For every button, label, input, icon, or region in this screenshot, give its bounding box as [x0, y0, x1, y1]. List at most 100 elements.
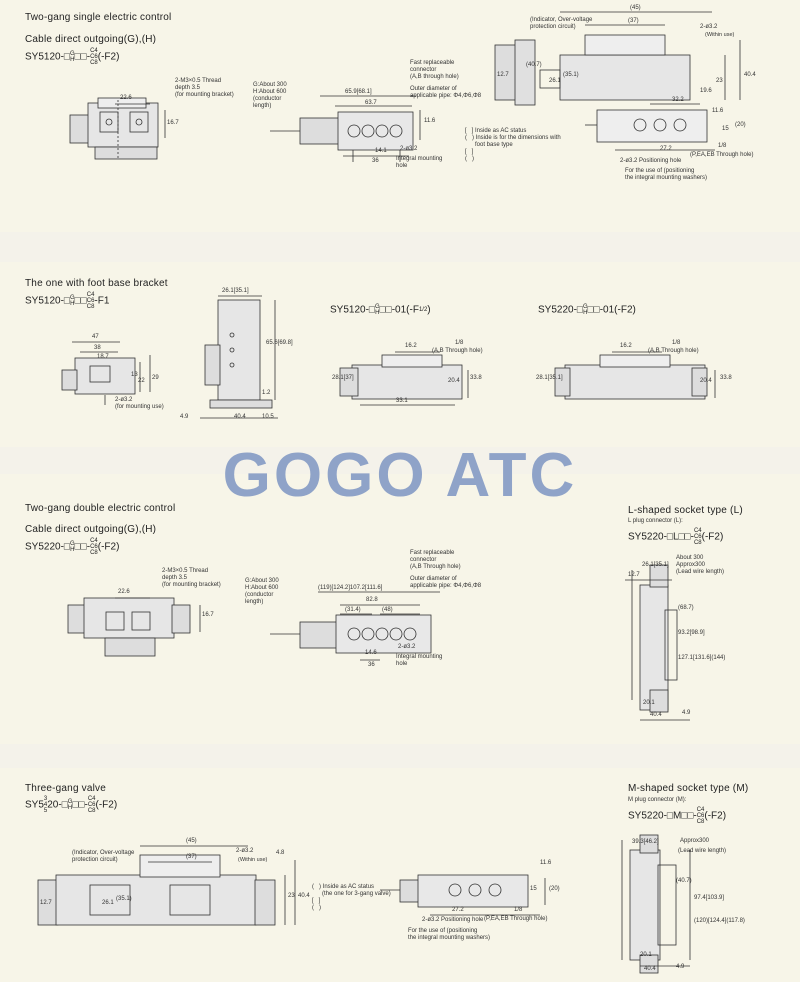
sec4-posn: 2-ø3.2 Positioning hole [422, 917, 484, 923]
sec1-right-posn: 2-ø3.2 Positioning hole [620, 158, 682, 164]
sec4-d261: 26.1 [102, 900, 114, 906]
sec3-outer-note: Outer diameter of applicable pipe: Φ4,Φ6… [410, 576, 482, 589]
sec1-dim-226: 22.6 [120, 95, 132, 101]
sec4-three-gang-front [37, 845, 296, 926]
sec1-right-272: 27.2 [660, 146, 672, 152]
sec1-cable-note: G:About 300 H:About 600 (conductor lengt… [253, 82, 287, 109]
sec4-use-note: For the use of (positioning the integral… [408, 928, 491, 941]
sec2-d47: 47 [92, 334, 99, 340]
sec1-right-351: (35.1) [563, 72, 579, 78]
sec3-l-d201: 20.1 [643, 700, 655, 706]
sec2-m3-d281: 28.1[35.1] [536, 375, 563, 381]
sec1-right-37: (37) [628, 18, 639, 24]
sec3-dim-314: (31.4) [345, 607, 361, 613]
sec2-m2-d162: 16.2 [405, 343, 417, 349]
sec4-three-gang-top [380, 874, 546, 916]
sec2-d29: 29 [152, 375, 159, 381]
sec2-m2-d281: 28.1[37] [332, 375, 354, 381]
sec2-d187: 18.7 [97, 354, 109, 360]
sec4-d20: (20) [549, 886, 560, 892]
sec1-right-use-note: For the use of (positioning the integral… [625, 168, 708, 181]
sec1-dim-116: 11.6 [424, 118, 436, 124]
sec1-right-15: 15 [722, 126, 729, 132]
sec4-m-lead: (Lead wire length) [678, 848, 727, 854]
sec3-l-about: About 300 Approx300 (Lead wire length) [676, 555, 725, 575]
sec2-m3-d162: 16.2 [620, 343, 632, 349]
sec2-valve-01-f1 [339, 351, 469, 406]
sec1-subtitle: Cable direct outgoing(G),(H) [25, 34, 157, 45]
sec3-l-d93: 93.2[98.9] [678, 630, 705, 636]
sec2-d105: 10.5 [262, 414, 274, 420]
sec1-right-within: (Within use) [705, 32, 735, 38]
sec3-valve-top-view [270, 591, 440, 661]
sec4-within: (Within use) [238, 857, 268, 863]
sec3-title: Two-gang double electric control [25, 503, 176, 514]
sec1-integral-note: Integral mounting hole [396, 156, 443, 169]
sec4-d18: 1/8 [514, 907, 523, 913]
sec2-m2-d204: 20.4 [448, 378, 460, 384]
sec3-thread-note: 2-M3×0.5 Thread depth 3.5 (for mounting … [162, 568, 221, 588]
sec3-l-d404: 40.4 [650, 712, 662, 718]
sec1-dim-637: 63.7 [365, 100, 377, 106]
sec3-dim-36: 36 [368, 662, 375, 668]
sec4-d116: 11.6 [540, 860, 552, 866]
sec2-d12: 1.2 [262, 390, 271, 396]
sec3-dim-119: (119)[124.2]107.2[111.6] [318, 585, 383, 591]
sec2-m2-through: (A,B Through hole) [432, 348, 483, 354]
sec4-m-d201: 20.1 [640, 952, 652, 958]
sec2-m3-d18: 1/8 [672, 340, 681, 346]
sec4-m-approx: Approx300 [680, 838, 710, 844]
sec3-fast-note: Fast replaceable connector (A,B Through … [410, 550, 461, 570]
sec1-right-2phi: 2-ø3.2 [700, 24, 718, 30]
sec3-cable-note: G:About 300 H:About 600 (conductor lengt… [245, 578, 279, 605]
sec2-d656: 65.6[69.8] [266, 340, 293, 346]
sec2-model-suffix: -F1 [94, 295, 110, 307]
sec2-foot-bracket-side [200, 295, 278, 419]
sec3-l-sub: L plug connector (L): [628, 518, 683, 524]
sec4-d23: 23 [288, 893, 295, 899]
sec3-dim-167: 16.7 [202, 612, 214, 618]
sec4-d351: (35.1) [116, 896, 132, 902]
sec1-right-407: (40.7) [526, 62, 542, 68]
sec1-right-127: 12.7 [497, 72, 509, 78]
sec1-valve-side-view [494, 11, 741, 151]
sec3-l-socket-view [625, 564, 690, 721]
sec4-d272: 27.2 [452, 907, 464, 913]
sec2-d22: 22 [138, 378, 145, 384]
sec1-right-196: 19.6 [700, 88, 712, 94]
sec4-m-d404: 40.4 [644, 966, 656, 972]
sec1-right-18: 1/8 [718, 143, 727, 149]
sec3-l-d127b: 127.1[131.6](144) [678, 655, 726, 661]
sec1-right-20: (20) [735, 122, 746, 128]
sec1-model-prefix: SY5120-□ [25, 51, 70, 63]
sec2-model2-frac: 1/2 [418, 307, 428, 313]
section-band-2 [0, 262, 800, 447]
sec4-d127: 12.7 [40, 900, 52, 906]
watermark-text: GOGO ATC [222, 441, 578, 510]
sec2-m2-d338: 33.8 [470, 375, 482, 381]
sec1-dim-659: 65.9[68.1] [345, 89, 372, 95]
sec3-l-title: L-shaped socket type (L) [628, 505, 743, 516]
sec3-pos-note: 2-ø3.2 [398, 644, 416, 650]
sec4-d2phi: 2-ø3.2 [236, 848, 254, 854]
sec2-d49: 4.9 [180, 414, 189, 420]
sec1-dim-141: 14.1 [375, 148, 387, 154]
sec4-d48: 4.8 [276, 850, 285, 856]
sec1-valve-front-view [69, 97, 166, 160]
sec4-m-d49: 4.9 [676, 964, 685, 970]
sec2-m3-through: (A,B Through hole) [648, 348, 699, 354]
